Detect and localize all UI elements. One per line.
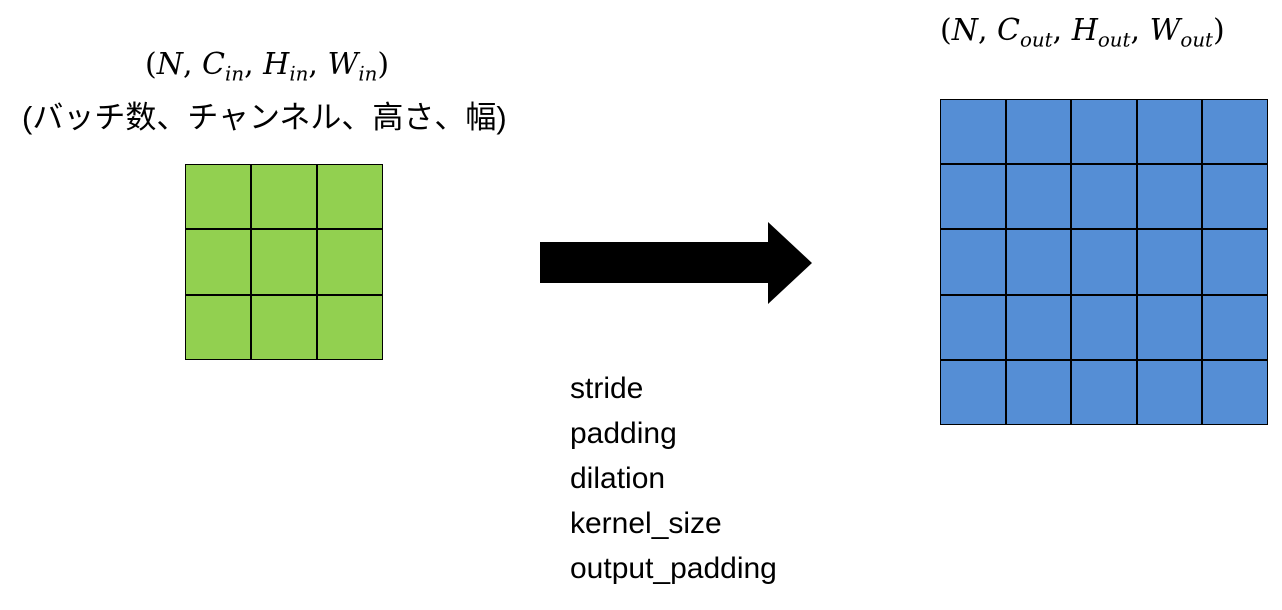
input-shape-w: W xyxy=(327,47,359,82)
right-arrow-icon xyxy=(540,222,812,304)
input-shape-sep1: , xyxy=(182,47,203,82)
output-shape-n: N xyxy=(951,13,978,48)
input-shape-h-sub: in xyxy=(289,62,309,86)
grid-cell xyxy=(1071,359,1137,425)
grid-cell xyxy=(1136,164,1203,230)
grid-cell xyxy=(940,359,1006,425)
input-tensor-grid xyxy=(185,164,383,360)
grid-cell xyxy=(1136,294,1203,360)
grid-cell xyxy=(185,294,251,360)
grid-cell xyxy=(185,164,251,230)
output-shape-c: C xyxy=(997,13,1021,48)
input-shape-label: (N, Cin, Hin, Win) xyxy=(145,47,390,84)
output-shape-sep3: , xyxy=(1130,13,1150,48)
parameter-dilation: dilation xyxy=(570,462,666,495)
grid-cell xyxy=(1202,294,1268,360)
grid-cell xyxy=(940,99,1006,165)
input-shape-open: ( xyxy=(145,47,157,82)
grid-cell xyxy=(1071,164,1137,230)
grid-cell xyxy=(1005,359,1072,425)
output-shape-sep2: , xyxy=(1052,13,1072,48)
grid-cell xyxy=(1071,294,1137,360)
grid-cell xyxy=(1202,229,1268,295)
grid-cell xyxy=(317,294,383,360)
grid-cell xyxy=(1202,164,1268,230)
arrow-shape xyxy=(540,222,812,304)
output-shape-open: ( xyxy=(940,13,952,48)
grid-cell xyxy=(251,294,317,360)
input-shape-sep2: , xyxy=(244,47,264,82)
grid-cell xyxy=(1136,229,1203,295)
grid-cell xyxy=(1202,99,1268,165)
input-shape-w-sub: in xyxy=(358,62,378,86)
output-shape-c-sub: out xyxy=(1020,28,1053,52)
output-shape-close: ) xyxy=(1213,13,1225,48)
output-shape-h-sub: out xyxy=(1097,28,1131,52)
grid-cell xyxy=(1071,99,1137,165)
output-tensor-grid xyxy=(940,99,1268,425)
grid-cell xyxy=(940,294,1006,360)
grid-cell xyxy=(1136,99,1203,165)
grid-cell xyxy=(940,164,1006,230)
input-shape-sep3: , xyxy=(308,47,328,82)
grid-cell xyxy=(251,164,317,230)
grid-cell xyxy=(185,229,251,295)
grid-cell xyxy=(940,229,1006,295)
grid-cell xyxy=(317,229,383,295)
output-shape-w-sub: out xyxy=(1180,28,1214,52)
parameter-kernel-size: kernel_size xyxy=(570,507,722,540)
grid-cell xyxy=(1071,229,1137,295)
grid-cell xyxy=(1136,359,1203,425)
output-shape-label: (N, Cout, Hout, Wout) xyxy=(940,13,1225,50)
input-shape-close: ) xyxy=(377,47,390,82)
grid-cell xyxy=(1005,99,1072,165)
parameter-padding: padding xyxy=(570,417,677,450)
input-shape-c-sub: in xyxy=(225,62,245,86)
grid-cell xyxy=(1005,229,1072,295)
output-shape-sep1: , xyxy=(977,13,998,48)
grid-cell xyxy=(1005,164,1072,230)
input-shape-h: H xyxy=(263,47,290,82)
output-shape-w: W xyxy=(1149,13,1181,48)
parameter-output-padding: output_padding xyxy=(570,552,777,585)
input-dims-caption: (バッチ数、チャンネル、高さ、幅) xyxy=(22,100,507,135)
grid-cell xyxy=(1005,294,1072,360)
grid-cell xyxy=(251,229,317,295)
grid-cell xyxy=(317,164,383,230)
parameter-stride: stride xyxy=(570,372,644,405)
input-shape-c: C xyxy=(202,47,226,82)
output-shape-h: H xyxy=(1071,13,1098,48)
grid-cell xyxy=(1202,359,1268,425)
parameters-list: stride padding dilation kernel_size outp… xyxy=(570,366,777,591)
input-shape-n: N xyxy=(156,47,183,82)
